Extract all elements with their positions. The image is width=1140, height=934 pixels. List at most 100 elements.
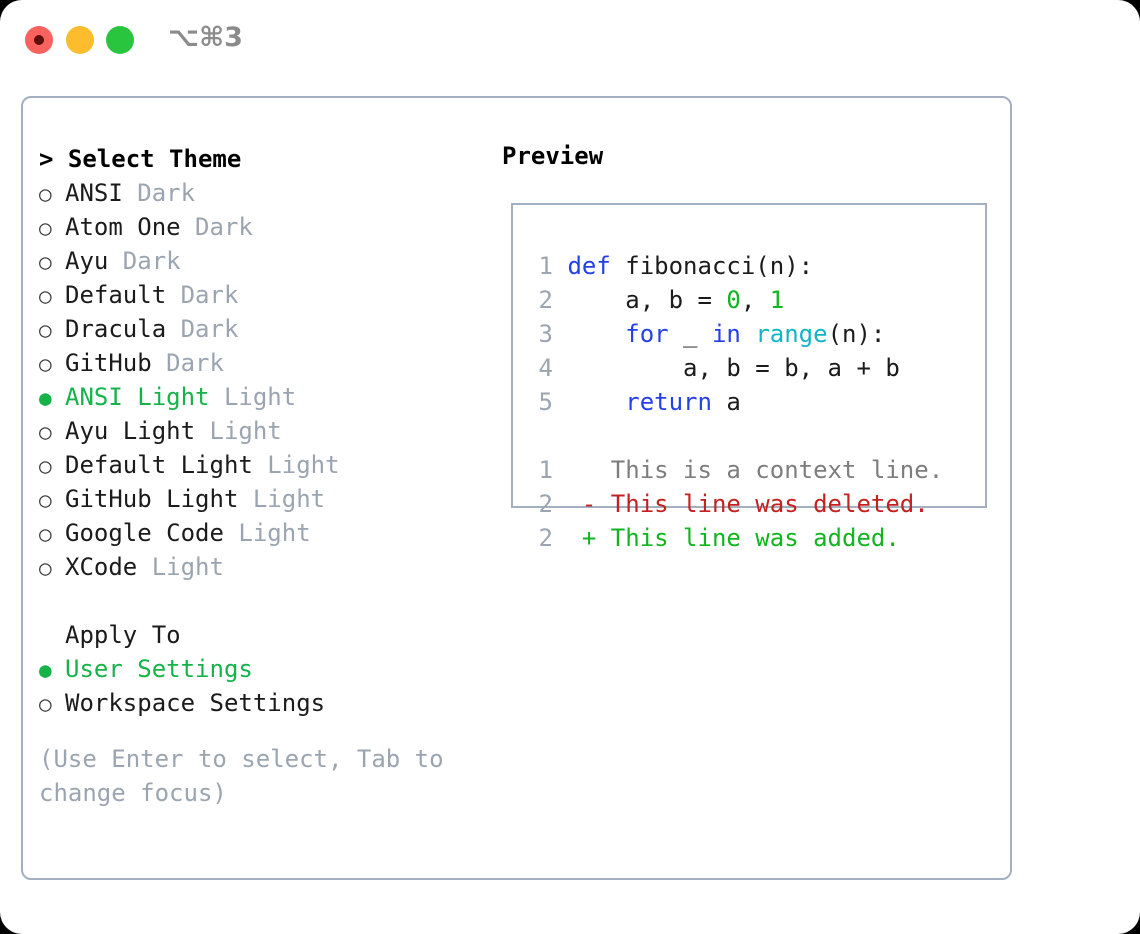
theme-name: Google Code <box>65 519 224 547</box>
code-line: 1 def fibonacci(n): <box>527 249 900 283</box>
theme-variant-tag: Dark <box>122 179 196 207</box>
theme-variant-tag: Dark <box>180 213 253 241</box>
theme-list-item[interactable]: ○ANSI Dark <box>39 176 489 210</box>
window-titlebar: ⌥⌘3 <box>0 0 1140 78</box>
radio-unselected-icon[interactable]: ○ <box>39 488 52 512</box>
code-token: , <box>740 286 770 314</box>
diff-text: This line was added. <box>596 524 900 552</box>
theme-variant-tag: Dark <box>166 281 239 309</box>
theme-list-item[interactable]: ○ Default Dark <box>39 278 489 312</box>
theme-variant-tag: Light <box>238 485 326 513</box>
line-number: 5 <box>538 388 553 416</box>
code-token: _ <box>668 320 712 348</box>
theme-variant-tag: Light <box>223 519 311 547</box>
radio-selected-icon[interactable]: ● <box>39 658 52 682</box>
theme-variant-tag: Dark <box>108 247 181 275</box>
minimize-button[interactable] <box>66 26 94 54</box>
keyboard-shortcut-label: ⌥⌘3 <box>168 22 243 53</box>
diff-text: This line was deleted. <box>596 490 929 518</box>
radio-unselected-icon[interactable]: ○ <box>39 420 52 444</box>
theme-name: GitHub Light <box>65 485 239 513</box>
line-number: 2 <box>538 524 553 552</box>
code-token: a <box>711 388 741 416</box>
maximize-button[interactable] <box>106 26 134 54</box>
theme-list-item[interactable]: ○Atom One Dark <box>39 210 489 244</box>
code-line: 4 a, b = b, a + b <box>527 351 900 385</box>
theme-list-item[interactable]: ● ANSI Light Light <box>39 380 489 414</box>
theme-variant-tag: Light <box>137 553 224 581</box>
diff-marker: + <box>581 524 597 552</box>
diff-marker: - <box>581 490 597 518</box>
hint-text: (Use Enter to select, Tab to change focu… <box>39 745 444 807</box>
code-token: for <box>625 320 669 348</box>
line-number: 4 <box>538 354 553 382</box>
theme-variant-tag: Light <box>209 383 297 411</box>
theme-list-item[interactable]: ○ Ayu Light Light <box>39 414 489 448</box>
line-number: 2 <box>538 490 553 518</box>
code-line: 3 for _ in range(n): <box>527 317 900 351</box>
line-number: 1 <box>538 252 553 280</box>
radio-unselected-icon[interactable]: ○ <box>39 692 52 716</box>
apply-to-list: ● User Settings ○Workspace Settings <box>39 652 489 720</box>
theme-name: Default <box>65 281 167 309</box>
code-token: a, b = <box>567 286 727 314</box>
line-number: 1 <box>538 456 553 484</box>
theme-picker-heading: > Select Theme <box>39 145 242 173</box>
theme-variant-tag: Dark <box>166 315 239 343</box>
main-panel: > Select Theme ○ANSI Dark○Atom One Dark○… <box>21 96 1012 880</box>
code-line: 2 a, b = 0, 1 <box>527 283 900 317</box>
code-line: 5 return a <box>527 385 900 419</box>
diff-text: This is a context line. <box>596 456 944 484</box>
radio-unselected-icon[interactable]: ○ <box>39 216 52 240</box>
radio-unselected-icon[interactable]: ○ <box>39 318 52 342</box>
apply-to-item[interactable]: ● User Settings <box>39 652 489 686</box>
theme-name: GitHub <box>65 349 152 377</box>
theme-name: Ayu Light <box>65 417 196 445</box>
line-number: 2 <box>538 286 553 314</box>
theme-list-item[interactable]: ○ Default Light Light <box>39 448 489 482</box>
close-button[interactable] <box>25 26 53 54</box>
code-token: a, b = b, a + b <box>567 354 900 382</box>
diff-marker <box>582 456 596 484</box>
radio-unselected-icon[interactable]: ○ <box>39 556 52 580</box>
theme-name: Dracula <box>65 315 167 343</box>
code-token: fibonacci(n): <box>610 252 814 280</box>
preview-title: Preview <box>502 142 604 170</box>
theme-variant-tag: Dark <box>151 349 224 377</box>
theme-variant-tag: Light <box>195 417 282 445</box>
apply-to-name: User Settings <box>65 655 253 683</box>
radio-unselected-icon[interactable]: ○ <box>39 284 52 308</box>
diff-line: 1 This is a context line. <box>527 453 944 487</box>
apply-to-label: Apply To <box>65 621 181 649</box>
theme-list-item[interactable]: ○ GitHub Dark <box>39 346 489 380</box>
code-token: 0 <box>726 286 741 314</box>
code-token <box>741 320 755 348</box>
theme-list-item[interactable]: ○ Google Code Light <box>39 516 489 550</box>
radio-selected-icon[interactable]: ● <box>39 386 52 410</box>
radio-unselected-icon[interactable]: ○ <box>39 454 52 478</box>
theme-list-item[interactable]: ○ GitHub Light Light <box>39 482 489 516</box>
line-number: 3 <box>538 320 553 348</box>
diff-line: 2 - This line was deleted. <box>527 487 943 521</box>
theme-list-item[interactable]: ○XCode Light <box>39 550 489 584</box>
section-spacer <box>39 584 489 618</box>
theme-list-item[interactable]: ○ Ayu Dark <box>39 244 489 278</box>
theme-name: Ayu <box>65 247 109 275</box>
theme-name: ANSI Light <box>65 383 210 411</box>
apply-to-item[interactable]: ○Workspace Settings <box>39 686 489 720</box>
radio-unselected-icon[interactable]: ○ <box>39 522 52 546</box>
code-token: 1 <box>769 286 785 314</box>
diff-preview: 1 This is a context line.2 - This line w… <box>527 453 944 555</box>
theme-list-item[interactable]: ○ Dracula Dark <box>39 312 489 346</box>
theme-picker: > Select Theme ○ANSI Dark○Atom One Dark○… <box>39 142 489 720</box>
radio-unselected-icon[interactable]: ○ <box>39 352 52 376</box>
radio-unselected-icon[interactable]: ○ <box>39 182 52 206</box>
code-token: range <box>755 320 828 348</box>
theme-variant-tag: Light <box>252 451 340 479</box>
radio-unselected-icon[interactable]: ○ <box>39 250 52 274</box>
code-token <box>567 388 625 416</box>
theme-name: Default Light <box>65 451 253 479</box>
